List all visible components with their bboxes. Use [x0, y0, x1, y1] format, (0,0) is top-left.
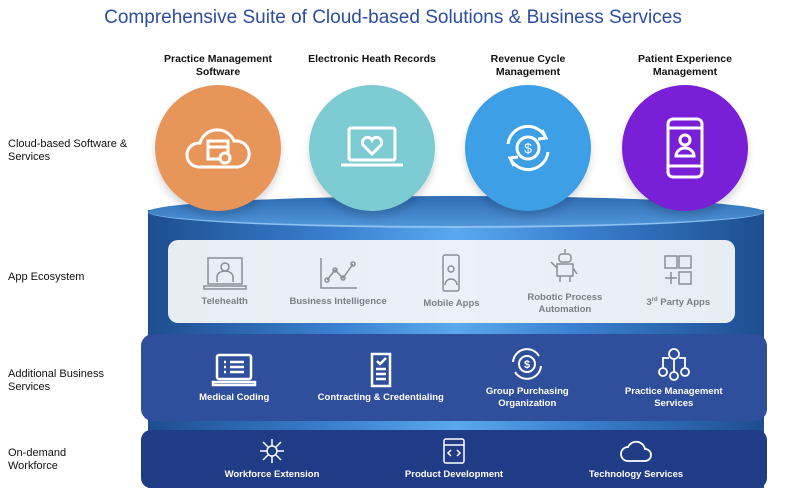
code-window-icon [443, 438, 465, 464]
service-gpo[interactable]: $ Group Purchasing Organization [462, 346, 592, 410]
laptop-list-icon [212, 353, 257, 386]
layer-label-business: Additional Business Services [8, 368, 105, 393]
solution-label: Patient Experience Management [638, 53, 732, 78]
solution-label: Practice Management Software [164, 53, 272, 78]
mobile-patient-icon [666, 117, 704, 179]
network-person-icon [260, 439, 284, 463]
cloud-icon [620, 440, 652, 462]
app-mobile-apps[interactable]: Mobile Apps [396, 253, 506, 310]
app-label: Robotic Process Automation [527, 291, 603, 315]
revenue-cycle-circle: $ [465, 85, 591, 211]
laptop-video-icon [202, 256, 247, 290]
page-title: Comprehensive Suite of Cloud-based Solut… [104, 7, 682, 28]
dollar-cycle-icon: $ [506, 124, 550, 172]
apps-grid-icon [664, 255, 692, 285]
solution-label: Electronic Heath Records [308, 53, 436, 65]
cloud-calendar-icon [185, 128, 251, 169]
app-telehealth[interactable]: Telehealth [170, 256, 280, 308]
product-development[interactable]: Product Development [389, 437, 519, 481]
service-label: Technology Services [588, 469, 684, 480]
mobile-doctor-icon [442, 253, 461, 292]
app-third-party[interactable]: 3rd Party Apps [623, 254, 733, 309]
service-label: Practice Management Services [624, 385, 723, 409]
people-network-icon [657, 347, 690, 381]
practice-management-circle [155, 85, 281, 211]
layer-label-cloud: Cloud-based Software & Services [8, 138, 128, 163]
service-label: Workforce Extension [224, 469, 320, 480]
app-rpa[interactable]: Robotic Process Automation [510, 248, 620, 316]
label-part: Party Apps [657, 297, 711, 309]
technology-services[interactable]: Technology Services [571, 437, 701, 481]
app-label: 3rd Party Apps [646, 297, 710, 308]
service-practice-management[interactable]: Practice Management Services [609, 346, 739, 410]
service-label: Group Purchasing Organization [485, 385, 569, 409]
label-sup: rd [651, 296, 658, 303]
svg-text:$: $ [524, 359, 530, 371]
service-label: Contracting & Credentialing [317, 391, 444, 403]
app-label: Mobile Apps [423, 297, 480, 309]
workforce-band: Workforce Extension Product Development … [141, 430, 767, 488]
service-medical-coding[interactable]: Medical Coding [169, 352, 299, 404]
ehr-circle [309, 85, 435, 211]
label-part: 3 [646, 297, 652, 309]
service-contracting[interactable]: Contracting & Credentialing [316, 352, 446, 404]
laptop-heart-icon [341, 126, 403, 167]
workforce-extension[interactable]: Workforce Extension [207, 437, 337, 481]
app-label: Telehealth [201, 295, 248, 307]
document-check-icon [370, 352, 391, 387]
solution-label: Revenue Cycle Management [490, 53, 566, 78]
service-label: Product Development [404, 469, 504, 480]
service-label: Medical Coding [199, 391, 270, 403]
dollar-cycle-icon: $ [512, 347, 543, 380]
robot-icon [550, 248, 578, 282]
app-ecosystem-panel: Telehealth Business Intelligence Mobile … [168, 240, 735, 323]
patient-experience-circle [622, 85, 748, 211]
layer-label-workforce: On-demand Workforce [8, 447, 67, 472]
business-services-band: Medical Coding Contracting & Credentiali… [141, 334, 767, 421]
svg-text:$: $ [524, 140, 532, 156]
line-chart-icon [320, 257, 358, 289]
app-business-intelligence[interactable]: Business Intelligence [283, 256, 393, 308]
app-label: Business Intelligence [289, 295, 387, 307]
layer-label-apps: App Ecosystem [8, 271, 85, 283]
